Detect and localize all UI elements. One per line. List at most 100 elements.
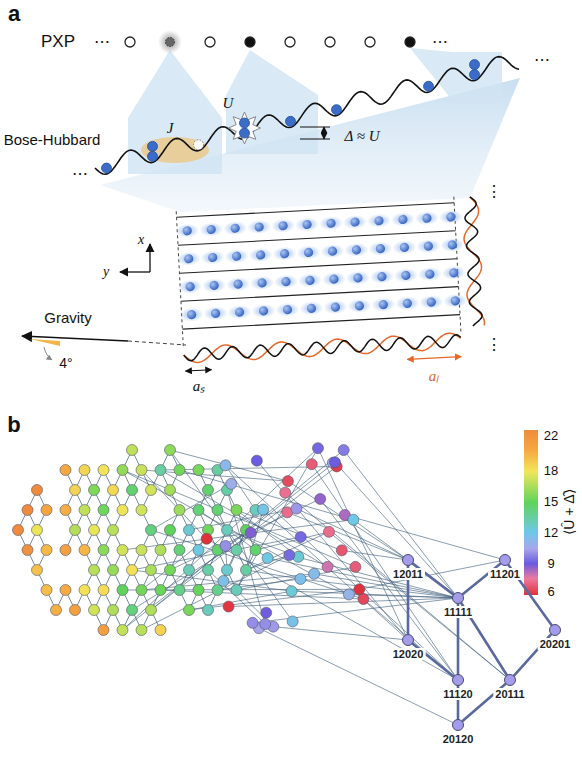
dashed-line bbox=[128, 341, 186, 345]
state-dot bbox=[89, 605, 100, 616]
graph-line bbox=[259, 628, 458, 725]
atom-glow bbox=[226, 277, 251, 292]
atom bbox=[446, 212, 456, 222]
pxp-site bbox=[166, 38, 175, 47]
pxp-site bbox=[125, 37, 135, 47]
axis-label: y bbox=[103, 264, 109, 279]
graph-line bbox=[273, 627, 408, 640]
colorbar-tick: 18 bbox=[544, 464, 558, 478]
state-graph-lines bbox=[18, 448, 510, 725]
atom-glow bbox=[395, 296, 420, 311]
state-label: 20111 bbox=[493, 688, 526, 700]
atom bbox=[424, 81, 434, 91]
state-dot bbox=[174, 505, 185, 516]
state-dot bbox=[89, 565, 100, 576]
state-dot bbox=[295, 531, 306, 542]
state-dot bbox=[155, 585, 166, 596]
atom bbox=[302, 220, 312, 230]
graph-line bbox=[263, 510, 408, 640]
atom-glow bbox=[176, 251, 201, 266]
graph-line bbox=[123, 470, 349, 594]
spacing-label: aₗ bbox=[429, 368, 440, 385]
atom bbox=[448, 240, 458, 250]
state-dot bbox=[117, 505, 128, 516]
state-dot bbox=[41, 545, 52, 556]
state-dot bbox=[250, 545, 261, 556]
atom-glow bbox=[392, 240, 417, 255]
state-dot bbox=[108, 565, 119, 576]
atom-glow bbox=[247, 219, 272, 234]
pxp-site bbox=[405, 37, 415, 47]
state-dot bbox=[287, 616, 298, 627]
state-dot bbox=[60, 585, 71, 596]
interaction-burst bbox=[229, 112, 261, 144]
colorbar-title: ⟨Û + Δ̂⟩ bbox=[562, 489, 577, 534]
ellipsis: ⋯ bbox=[534, 51, 550, 69]
atom bbox=[304, 248, 314, 258]
atom bbox=[350, 217, 360, 227]
graph-line bbox=[318, 448, 408, 640]
state-label: 20120 bbox=[441, 733, 476, 745]
state-dot bbox=[22, 505, 33, 516]
atom-glow bbox=[367, 213, 392, 228]
state-dot bbox=[193, 505, 204, 516]
atom-glow bbox=[175, 223, 200, 238]
state-node: 11111 bbox=[452, 592, 464, 604]
state-dot bbox=[231, 545, 242, 556]
state-dot bbox=[98, 505, 109, 516]
graph-line bbox=[123, 470, 356, 567]
panel-letter: b bbox=[7, 413, 20, 437]
short-lattice-wave bbox=[464, 197, 483, 326]
state-dot bbox=[98, 465, 109, 476]
parameter-label: U bbox=[223, 95, 234, 112]
parameter-label: J bbox=[167, 120, 174, 137]
atom bbox=[256, 250, 266, 260]
atom bbox=[329, 274, 339, 284]
atom bbox=[278, 221, 288, 231]
axis-arrow bbox=[120, 271, 150, 272]
atom-glow bbox=[251, 303, 276, 318]
atom bbox=[449, 268, 459, 278]
atom bbox=[102, 163, 112, 173]
state-node: 20111 bbox=[504, 674, 516, 686]
state-dot bbox=[286, 586, 297, 597]
angle-label: 4° bbox=[59, 356, 72, 371]
atom bbox=[425, 269, 435, 279]
colorbar-tick: 6 bbox=[547, 585, 554, 599]
state-dot bbox=[284, 550, 295, 561]
graph-line bbox=[123, 462, 335, 630]
graph-line bbox=[199, 510, 268, 558]
state-dot bbox=[343, 589, 354, 600]
atom-glow bbox=[416, 239, 441, 254]
angle-wedge bbox=[30, 339, 60, 346]
atom-glow bbox=[248, 247, 273, 262]
state-dot bbox=[231, 585, 242, 596]
atom bbox=[148, 151, 158, 161]
state-dot bbox=[32, 525, 43, 536]
state-dot bbox=[165, 565, 176, 576]
state-label: 11201 bbox=[488, 568, 522, 580]
state-dot bbox=[223, 601, 234, 612]
atom bbox=[232, 251, 242, 261]
state-dot bbox=[136, 625, 147, 636]
state-label: 12020 bbox=[391, 648, 426, 660]
state-dot bbox=[338, 445, 349, 456]
atom-glow bbox=[296, 245, 321, 260]
atom bbox=[353, 273, 363, 283]
state-dot bbox=[218, 575, 229, 586]
graph-line bbox=[289, 555, 458, 598]
ellipsis: ⋯ bbox=[72, 165, 88, 183]
state-dot bbox=[165, 445, 176, 456]
long-lattice-wave bbox=[183, 333, 461, 364]
atom bbox=[283, 305, 293, 315]
state-node: 11120 bbox=[452, 674, 464, 686]
graph-line bbox=[287, 512, 408, 560]
graph-line bbox=[123, 448, 318, 630]
atom-glow bbox=[344, 242, 369, 257]
atom bbox=[280, 249, 290, 259]
potential-curve bbox=[95, 57, 519, 175]
graph-line bbox=[170, 499, 320, 570]
atom-glow bbox=[295, 217, 320, 232]
state-dot bbox=[358, 594, 369, 605]
state-dot bbox=[165, 525, 176, 536]
